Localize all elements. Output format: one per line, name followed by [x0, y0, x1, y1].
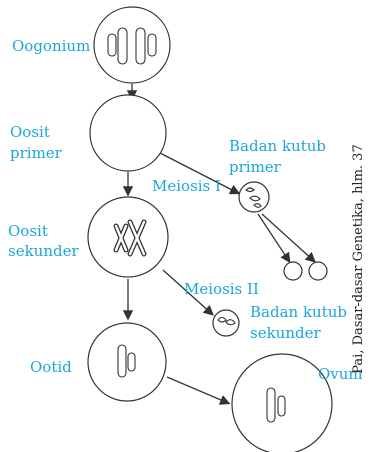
polar-body-small-left	[283, 261, 303, 281]
arrow-ootid-to-ovum	[166, 376, 231, 405]
oogonium-cell	[93, 6, 171, 84]
label-oosit-sekunder-line1: Oosit	[8, 222, 48, 240]
label-oogonium: Oogonium	[12, 37, 90, 55]
label-badan-kutub-sekunder-line1: Badan kutub	[250, 303, 347, 321]
label-meiosis-2: Meiosis II	[184, 280, 259, 298]
label-badan-kutub-primer-line2: primer	[229, 158, 282, 176]
label-ootid: Ootid	[30, 358, 72, 376]
badan-kutub-primer-cell	[238, 181, 270, 213]
arrow-primer-to-badan-kutub	[159, 152, 241, 195]
arrow-polar-split-left	[257, 213, 291, 264]
oosit-sekunder-cell	[87, 196, 169, 278]
source-caption: Pai, Dasar-dasar Genetika, hlm. 37	[351, 144, 366, 373]
label-oosit-sekunder-line2: sekunder	[8, 242, 79, 260]
ovum-cell	[231, 353, 333, 452]
oosit-primer-cell	[89, 94, 167, 172]
ootid-cell	[87, 322, 167, 402]
badan-kutub-sekunder-cell	[212, 309, 240, 337]
arrow-sekunder-to-badan-kutub	[162, 269, 214, 316]
label-badan-kutub-primer-line1: Badan kutub	[229, 137, 326, 155]
arrow-polar-split-right	[261, 213, 316, 263]
label-meiosis-1: Meiosis I	[152, 177, 221, 195]
label-badan-kutub-sekunder-line2: sekunder	[250, 324, 321, 342]
label-oosit-primer-line1: Oosit	[10, 123, 50, 141]
polar-body-small-right	[308, 261, 328, 281]
label-ovum: Ovum	[318, 365, 363, 383]
label-oosit-primer-line2: primer	[10, 144, 63, 162]
